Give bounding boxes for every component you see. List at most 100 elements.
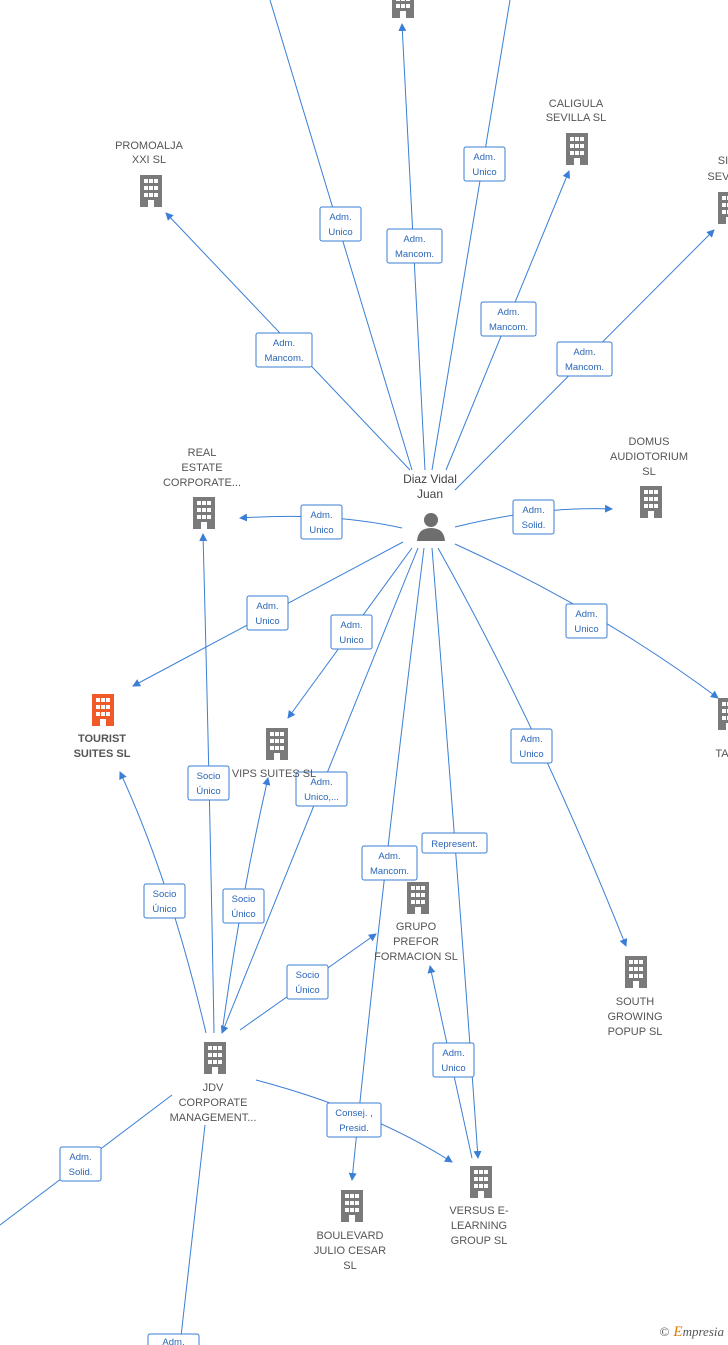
edge-label: Adm.Mancom. [361, 845, 418, 881]
edge-label-text: Unico [574, 624, 598, 635]
company-node[interactable]: REAL ESTATE CORPORATE... [163, 447, 241, 529]
edge-label-text: Adm. [340, 620, 362, 631]
edge-label-text: Adm. [69, 1152, 91, 1163]
company-node[interactable]: GRUPO PREFOR FORMACION SL [374, 882, 458, 963]
edge-label-text: Unico [328, 227, 352, 238]
company-node[interactable]: BOULEVARD JULIO CESAR SL [314, 1190, 386, 1272]
building-icon [266, 728, 288, 760]
edge-label-text: Unico [441, 1063, 465, 1074]
edge-line [179, 1124, 206, 1345]
empresia-watermark: ©Empresia [660, 1324, 724, 1341]
company-label: FORMACION SL [374, 951, 458, 963]
edge-label-text: Socio [153, 889, 177, 900]
edge-line [348, 547, 425, 1181]
company-node[interactable]: VIPS SUITES SL [232, 728, 316, 780]
company-label: POPUP SL [608, 1026, 663, 1038]
company-label: XXI SL [132, 154, 166, 166]
brand-name: mpresia [682, 1324, 724, 1339]
edge-label-text: Socio [197, 771, 221, 782]
edge-label-text: Adm. [442, 1048, 464, 1059]
edge-label-text: Adm. [256, 601, 278, 612]
edge-line [431, 0, 511, 471]
building-icon [407, 882, 429, 914]
edge-label-text: Mancom. [395, 249, 434, 260]
edge-label-text: Adm. [520, 734, 542, 745]
company-label: ESTATE [181, 462, 222, 474]
company-node[interactable]: SI SEVIL [707, 155, 728, 224]
edge-label: Adm.Unico [300, 504, 343, 540]
building-icon [392, 0, 414, 18]
edge-label: Consej. ,Presid. [326, 1102, 382, 1138]
edge-label-text: Adm. [310, 777, 332, 788]
edge-label-text: Unico [255, 616, 279, 627]
company-node[interactable]: CALIGULA SEVILLA SL [546, 98, 607, 165]
edge-label-text: Mancom. [565, 362, 604, 373]
company-label: DOMUS [629, 436, 670, 448]
edge-label-text: Adm. [575, 609, 597, 620]
edge-label-text: Adm. [573, 347, 595, 358]
company-label: VIPS SUITES SL [232, 768, 316, 780]
edge-label-text: Mancom. [370, 866, 409, 877]
company-label: TA [715, 748, 728, 760]
edge-label: Adm.Unico [330, 614, 373, 650]
person-icon [417, 513, 445, 541]
edge-label: Represent. [421, 832, 488, 854]
company-label: PROMOALJA [115, 140, 184, 152]
company-label: SEVILLA SL [546, 112, 607, 124]
edge-label: Adm.Solid. [512, 499, 555, 535]
edge-label: Adm.Mancom. [255, 332, 313, 368]
company-label: SL [343, 1260, 356, 1272]
edge-labels: Adm. Unico Adm. Mancom. Adm. Unico Adm. Manc… [59, 146, 613, 1345]
edge-label-text: Único [152, 904, 176, 915]
edge-label-text: Adm. [329, 212, 351, 223]
company-label: SEVIL [707, 171, 728, 183]
edge-line [220, 547, 419, 1034]
company-label: SOUTH [616, 996, 655, 1008]
building-icon [640, 486, 662, 518]
company-label: VERSUS E- [449, 1205, 509, 1217]
company-label: BOULEVARD [316, 1230, 383, 1242]
company-label: JDV [203, 1082, 224, 1094]
company-node[interactable]: TA [715, 698, 728, 760]
person-node[interactable]: Diaz Vidal Juan [403, 472, 457, 541]
edge-label: Adm. Unico [432, 1042, 475, 1078]
company-node[interactable]: JDV CORPORATE MANAGEMENT... [170, 1042, 257, 1124]
edge-label-text: Adm. [473, 152, 495, 163]
company-node[interactable]: SOUTH GROWING POPUP SL [608, 956, 663, 1038]
company-label: REAL [188, 447, 217, 459]
edge-label-text: Unico [472, 167, 496, 178]
company-label: MANAGEMENT... [170, 1112, 257, 1124]
edge-label-text: Único [295, 985, 319, 996]
company-label: AUDIOTORIUM [610, 451, 688, 463]
edge-label-text: Adm. [497, 307, 519, 318]
edge-label-text: Solid. [522, 520, 546, 531]
company-node-highlighted[interactable]: TOURIST SUITES SL [74, 694, 131, 760]
company-node[interactable]: DOMUS AUDIOTORIUM SL [610, 436, 688, 518]
edge-label-text: Unico [519, 749, 543, 760]
company-label: SL [642, 466, 655, 478]
edge-label: Adm. Mancom. [386, 228, 443, 264]
building-icon [625, 956, 647, 988]
edge-label-text: Socio [232, 894, 256, 905]
edge-label-text: Socio [296, 970, 320, 981]
edge-label: Adm. Unico [463, 146, 506, 182]
edge-label: Adm. Unico [565, 603, 608, 639]
company-node[interactable]: VERSUS E- LEARNING GROUP SL [449, 1166, 509, 1247]
person-label: Juan [417, 487, 443, 501]
edge-label-text: Adm. [403, 234, 425, 245]
building-icon [341, 1190, 363, 1222]
edge-label-text: Solid. [69, 1167, 93, 1178]
edge-label-text: Represent. [431, 839, 477, 850]
company-label: SI [718, 155, 728, 167]
company-node[interactable] [392, 0, 414, 18]
company-node[interactable]: PROMOALJA XXI SL [115, 140, 184, 207]
building-icon [140, 175, 162, 207]
edge-label-text: Unico [309, 525, 333, 536]
edge-label: Adm. [147, 1333, 200, 1345]
company-label: CORPORATE [179, 1097, 248, 1109]
edge-label: Adm. Unico [510, 728, 553, 764]
